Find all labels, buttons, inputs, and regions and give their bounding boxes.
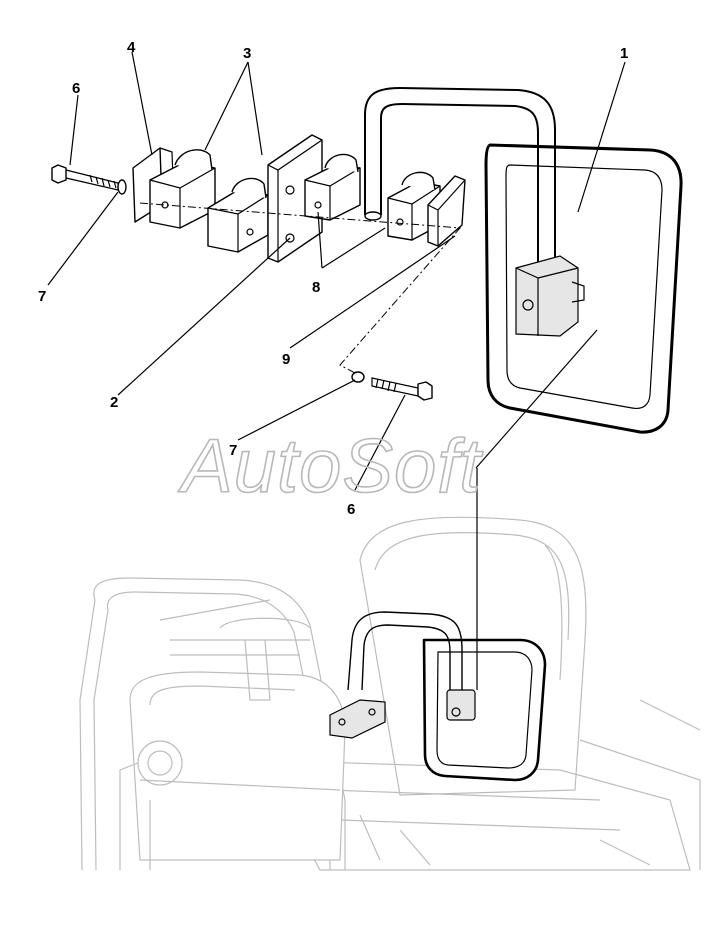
callout-4: 4 [127,39,136,56]
callout-2: 2 [110,394,118,411]
callout-8: 8 [312,279,320,296]
callout-3: 3 [243,45,251,62]
callout-1: 1 [620,45,628,62]
assembled-mirror-on-cab [329,468,547,782]
mirror-head-part-1 [364,87,683,434]
callout-6-top: 6 [72,80,80,97]
watermark-text: AutoSoft [178,424,483,509]
callout-6-bottom: 6 [347,501,355,518]
callout-7-bottom: 7 [229,442,237,459]
clamp-hardware-exploded [51,134,466,401]
callout-7-top: 7 [38,288,46,305]
tractor-cab-context [79,516,701,871]
leader-lines [47,51,626,491]
callout-numbers: 1 2 3 4 6 6 7 7 8 9 [38,39,628,518]
callout-9: 9 [282,351,290,368]
